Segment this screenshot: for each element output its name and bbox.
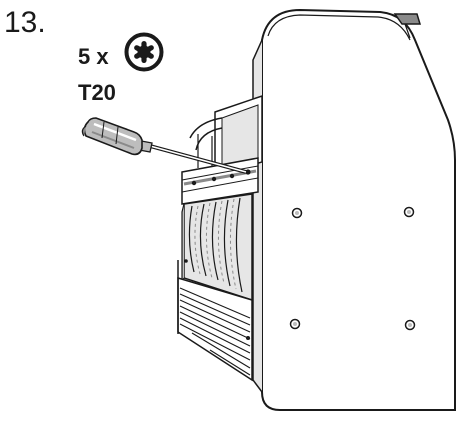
panel-holes (289, 206, 416, 331)
top-tab (393, 13, 422, 25)
screwdriver-icon (81, 117, 247, 174)
side-panel (261, 8, 456, 411)
step-number: 13. (4, 6, 46, 39)
torx-bit-size: T20 (78, 80, 116, 105)
screw-quantity: 5 x (78, 44, 109, 69)
torx-star-icon (124, 32, 164, 72)
